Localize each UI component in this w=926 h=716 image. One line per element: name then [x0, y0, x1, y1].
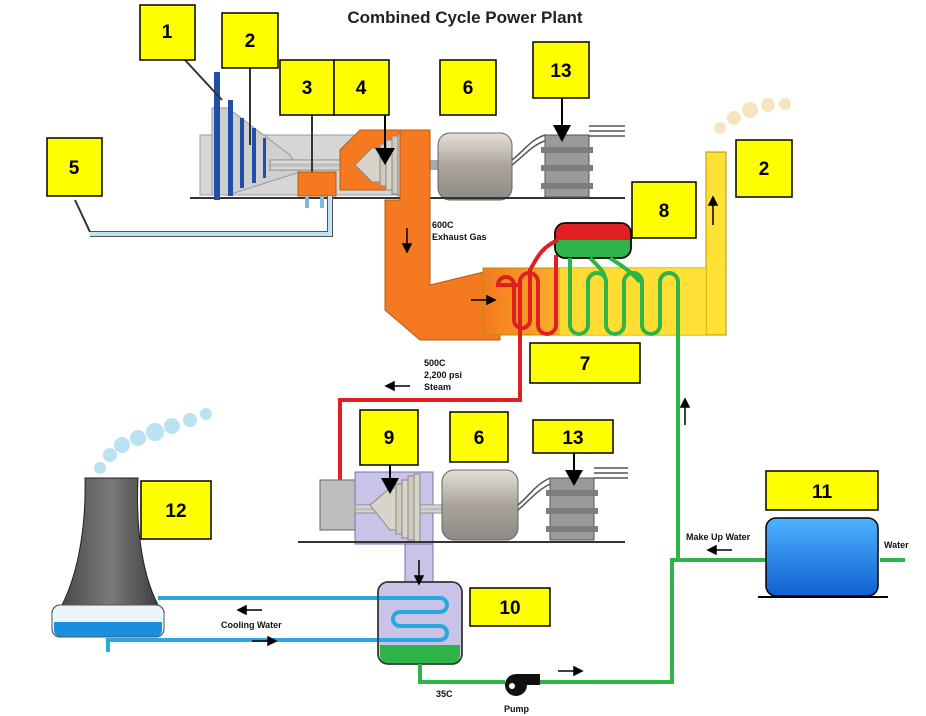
- svg-text:12: 12: [165, 501, 186, 522]
- exhaust-flow-arrows: [401, 195, 719, 306]
- economizer-coils: [568, 258, 680, 560]
- steam-label: Steam: [424, 382, 451, 392]
- callout-2-compressor: 2: [221, 12, 279, 145]
- steam-drum: [554, 222, 632, 259]
- compressor-inlet-blades: [214, 72, 220, 200]
- svg-text:13: 13: [550, 61, 571, 82]
- cooling-tower-vapor: [94, 408, 212, 474]
- condensate-line: [418, 664, 505, 684]
- svg-text:13: 13: [562, 428, 583, 449]
- svg-text:2: 2: [245, 31, 256, 52]
- callout-4: 4: [333, 59, 395, 165]
- exhaust-gas-label: Exhaust Gas: [432, 232, 487, 242]
- callout-6-lower: 6: [449, 411, 509, 463]
- callout-1: 1: [139, 4, 223, 101]
- svg-text:6: 6: [463, 78, 474, 99]
- pump-flow-arrow: [558, 665, 584, 677]
- cooling-tower: [51, 477, 165, 638]
- feed-water-arrow: [679, 397, 691, 425]
- svg-text:11: 11: [812, 482, 833, 503]
- condensate-temp-label: 35C: [436, 689, 453, 699]
- pump: [505, 674, 540, 696]
- steam-temp-label: 500C: [424, 358, 446, 368]
- steam-pressure-label: 2,200 psi: [424, 370, 462, 380]
- diagram-title: Combined Cycle Power Plant: [347, 8, 583, 27]
- exhaust-stack: [705, 151, 727, 336]
- pump-label: Pump: [504, 704, 530, 714]
- svg-text:10: 10: [499, 598, 520, 619]
- condenser: [106, 581, 463, 665]
- callout-13-lower: 13: [532, 419, 614, 486]
- svg-text:5: 5: [69, 158, 80, 179]
- cooling-water-label: Cooling Water: [221, 620, 282, 630]
- callout-13-upper: 13: [532, 41, 590, 142]
- callout-2-stack: 2: [735, 139, 793, 198]
- callout-11: 11: [765, 470, 879, 511]
- cooling-water-arrows: [236, 604, 278, 647]
- makeup-water-tank: [758, 517, 888, 598]
- condenser-arrow: [413, 560, 425, 586]
- water-label: Water: [884, 540, 909, 550]
- callout-12: 12: [140, 480, 212, 540]
- fuel-line: [90, 196, 333, 237]
- svg-text:7: 7: [580, 354, 591, 375]
- generator-lower: [441, 469, 553, 541]
- steam-line: [338, 238, 559, 488]
- callout-9: 9: [359, 409, 419, 494]
- svg-text:1: 1: [162, 22, 173, 43]
- callout-6-upper: 6: [439, 59, 497, 116]
- makeup-arrow: [706, 544, 732, 556]
- stack-smoke: [714, 98, 791, 134]
- svg-text:2: 2: [759, 159, 770, 180]
- svg-text:9: 9: [384, 428, 395, 449]
- combustor: [297, 171, 337, 197]
- callout-5: 5: [46, 137, 103, 197]
- callout-7: 7: [529, 342, 641, 384]
- svg-text:6: 6: [474, 428, 485, 449]
- callout-8: 8: [631, 181, 697, 239]
- steam-arrow: [384, 380, 410, 392]
- callout-10: 10: [469, 587, 551, 627]
- exhaust-duct: [384, 129, 501, 341]
- callout-3: 3: [279, 59, 335, 172]
- exhaust-temp-label: 600C: [432, 220, 454, 230]
- transformer-lower: [546, 467, 628, 541]
- svg-text:4: 4: [356, 78, 367, 99]
- make-up-water-label: Make Up Water: [686, 532, 751, 542]
- generator-upper: [420, 132, 625, 201]
- cooling-water-loop: [106, 596, 449, 652]
- svg-text:3: 3: [302, 78, 313, 99]
- svg-text:8: 8: [659, 201, 670, 222]
- transformer-upper: [541, 125, 625, 198]
